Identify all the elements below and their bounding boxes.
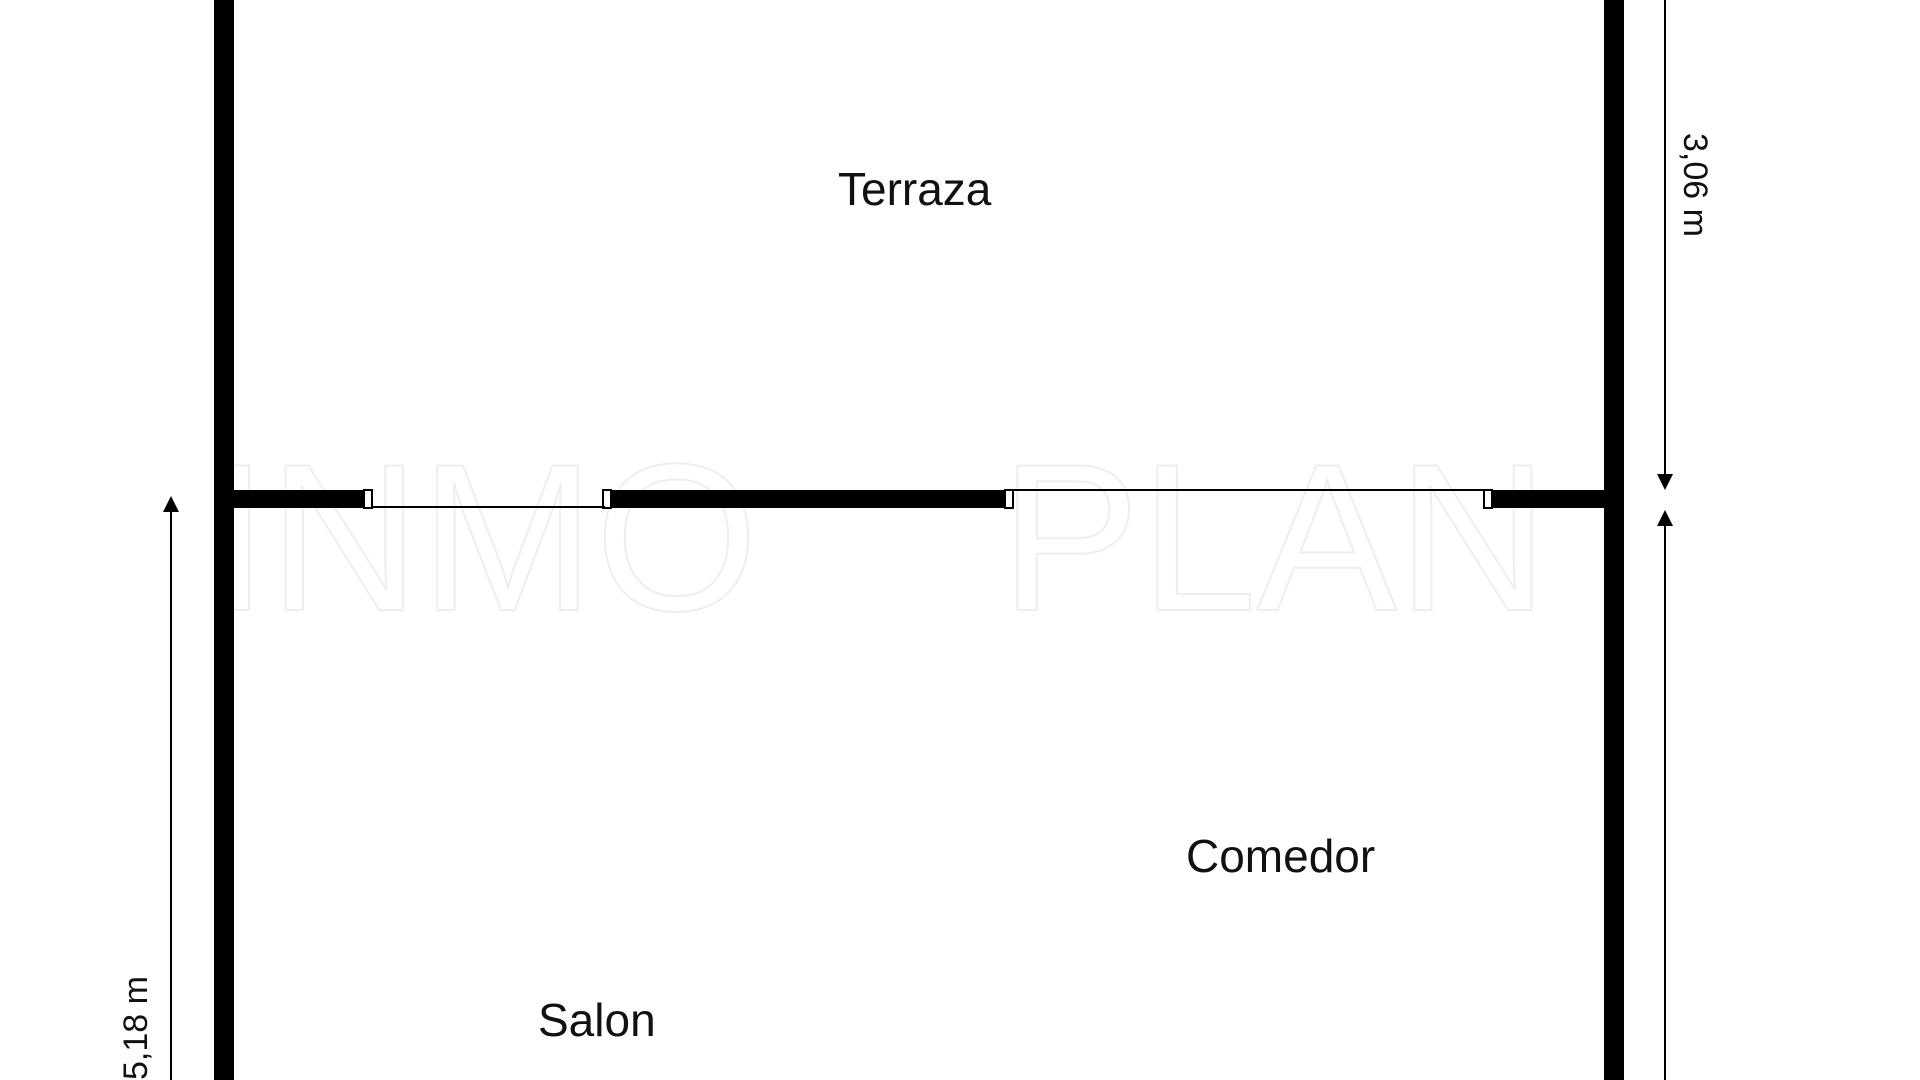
left-wall <box>214 0 234 1080</box>
window-jamb-right <box>1483 489 1493 509</box>
middle-wall-segment-left <box>234 490 371 508</box>
room-label-terraza: Terraza <box>838 163 992 215</box>
room-label-comedor: Comedor <box>1186 830 1375 882</box>
middle-wall-segment-center <box>605 490 1012 508</box>
window-jamb-left <box>1004 489 1014 509</box>
dimension-label-right: 3,06 m <box>1676 133 1714 237</box>
watermark: PLAN <box>1000 420 1549 655</box>
room-label-salon: Salon <box>538 994 656 1046</box>
watermark: INMO <box>210 420 758 655</box>
dimension-label-left: 5,18 m <box>117 976 155 1080</box>
door-jamb-left <box>363 489 373 509</box>
door-jamb-right <box>602 489 612 509</box>
right-wall <box>1604 0 1624 1080</box>
middle-wall-segment-right <box>1485 490 1605 508</box>
